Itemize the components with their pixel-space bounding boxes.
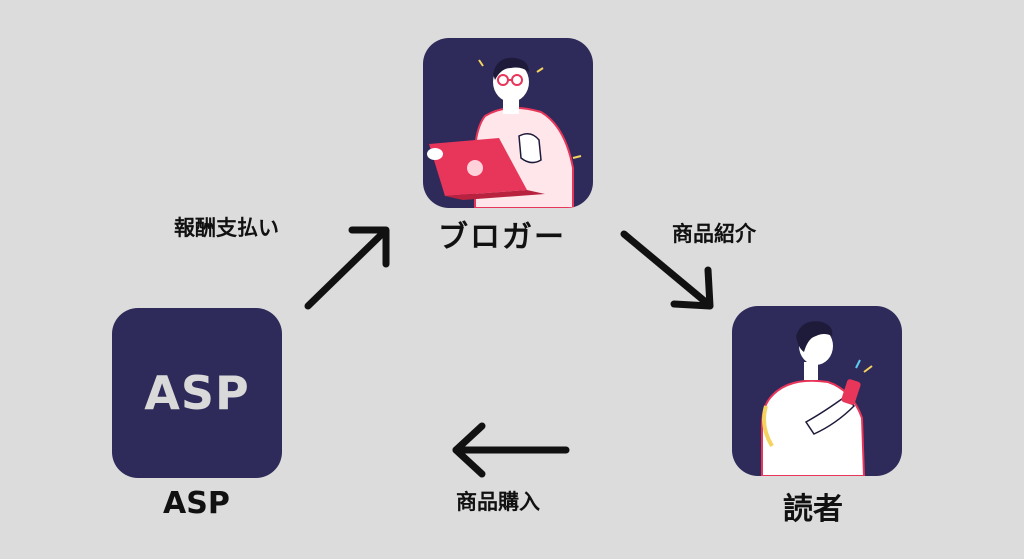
asp-logo-text: ASP: [144, 366, 250, 420]
edge-label-payment: 報酬支払い: [174, 216, 279, 240]
blogger-laptop-icon: [427, 57, 582, 208]
blogger-label: ブロガー: [438, 220, 566, 255]
edge-label-purchase: 商品購入: [456, 490, 540, 514]
edge-label-introduce: 商品紹介: [672, 222, 756, 246]
asp-label: ASP: [163, 486, 230, 521]
asp-node: ASP: [112, 308, 282, 478]
reader-phone-icon: [761, 321, 873, 476]
reader-label: 読者: [783, 492, 843, 527]
arrow-asp-to-blogger: [304, 226, 390, 310]
blogger-node: [423, 38, 593, 208]
arrow-reader-to-asp: [452, 422, 570, 478]
arrow-blogger-to-reader: [620, 230, 714, 310]
reader-node: [732, 306, 902, 476]
